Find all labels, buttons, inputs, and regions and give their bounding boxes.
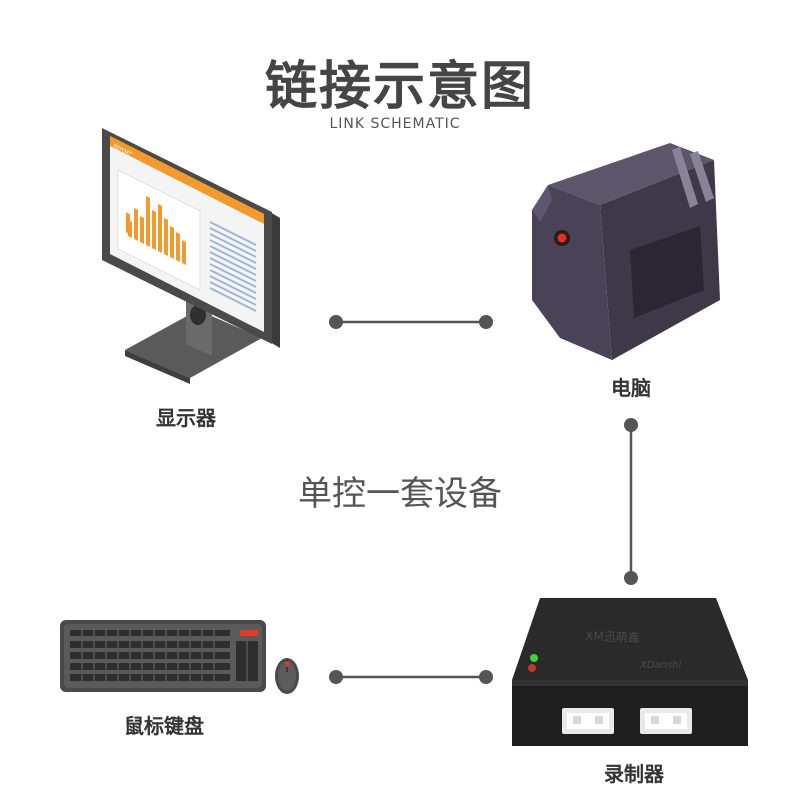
keyboard-mouse-label: 鼠标键盘 bbox=[124, 714, 204, 738]
center-caption: 单控一套设备 bbox=[298, 474, 502, 514]
computer-case-icon bbox=[532, 143, 720, 360]
computer-label: 电脑 bbox=[611, 376, 651, 400]
monitor-label: 显示器 bbox=[156, 406, 216, 430]
usb-port-left bbox=[562, 708, 614, 734]
diagram-subtitle: LINK SCHEMATIC bbox=[329, 116, 461, 132]
connector-monitor-computer bbox=[329, 315, 493, 329]
keyboard-icon bbox=[60, 620, 266, 692]
recorder-label: 录制器 bbox=[604, 762, 664, 786]
mouse-icon bbox=[275, 658, 299, 694]
recorder-icon: XM迅萌鑫 XDanshi bbox=[512, 598, 748, 746]
connector-keyboard-recorder bbox=[329, 670, 493, 684]
screen-bars bbox=[128, 196, 186, 265]
connector-computer-recorder bbox=[624, 418, 638, 585]
usb-port-right bbox=[640, 708, 692, 734]
monitor-icon: REPORT bbox=[102, 128, 280, 384]
diagram-title: 链接示意图 bbox=[264, 57, 535, 117]
recorder-brand-top: XM迅萌鑫 bbox=[585, 628, 640, 645]
recorder-brand-front: XDanshi bbox=[639, 660, 682, 671]
screen-text-lines bbox=[209, 221, 257, 312]
